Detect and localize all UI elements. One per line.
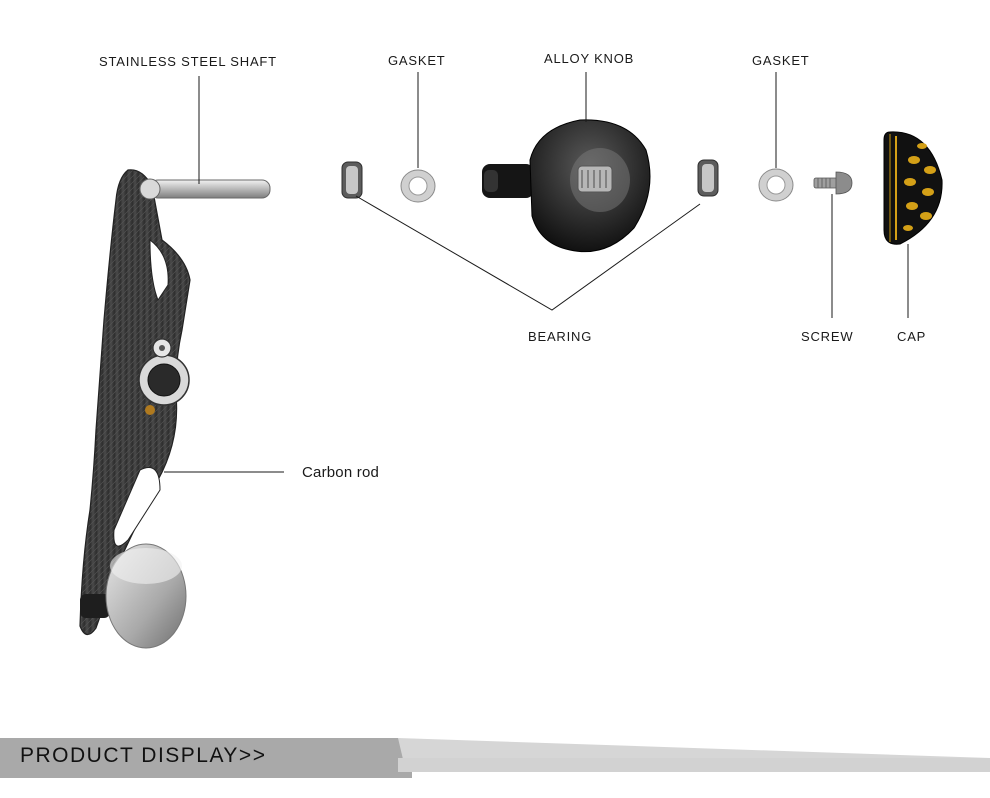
screw bbox=[813, 171, 853, 195]
cap bbox=[883, 131, 943, 245]
label-gasket-left: GASKET bbox=[388, 53, 446, 68]
label-cap: CAP bbox=[897, 329, 927, 344]
hub-fitting bbox=[138, 338, 190, 415]
label-bearing: BEARING bbox=[528, 329, 593, 344]
banner-title: PRODUCT DISPLAY>> bbox=[20, 744, 267, 767]
handle-end-knob bbox=[80, 543, 187, 649]
label-carbon-rod: Carbon rod bbox=[302, 464, 380, 481]
label-screw: SCREW bbox=[801, 329, 854, 344]
label-alloy-knob: ALLOY KNOB bbox=[544, 51, 635, 66]
leader-lines bbox=[164, 72, 909, 473]
gasket-left bbox=[400, 169, 436, 203]
label-gasket-right: GASKET bbox=[752, 53, 810, 68]
carbon-rod bbox=[79, 169, 191, 636]
label-stainless-steel-shaft: STAINLESS STEEL SHAFT bbox=[99, 54, 277, 69]
product-display-banner bbox=[0, 738, 990, 778]
stainless-steel-shaft bbox=[139, 178, 271, 200]
alloy-knob bbox=[482, 119, 651, 253]
gasket-right bbox=[758, 168, 794, 202]
bearing-right bbox=[697, 159, 719, 197]
bearing-left bbox=[341, 161, 363, 199]
